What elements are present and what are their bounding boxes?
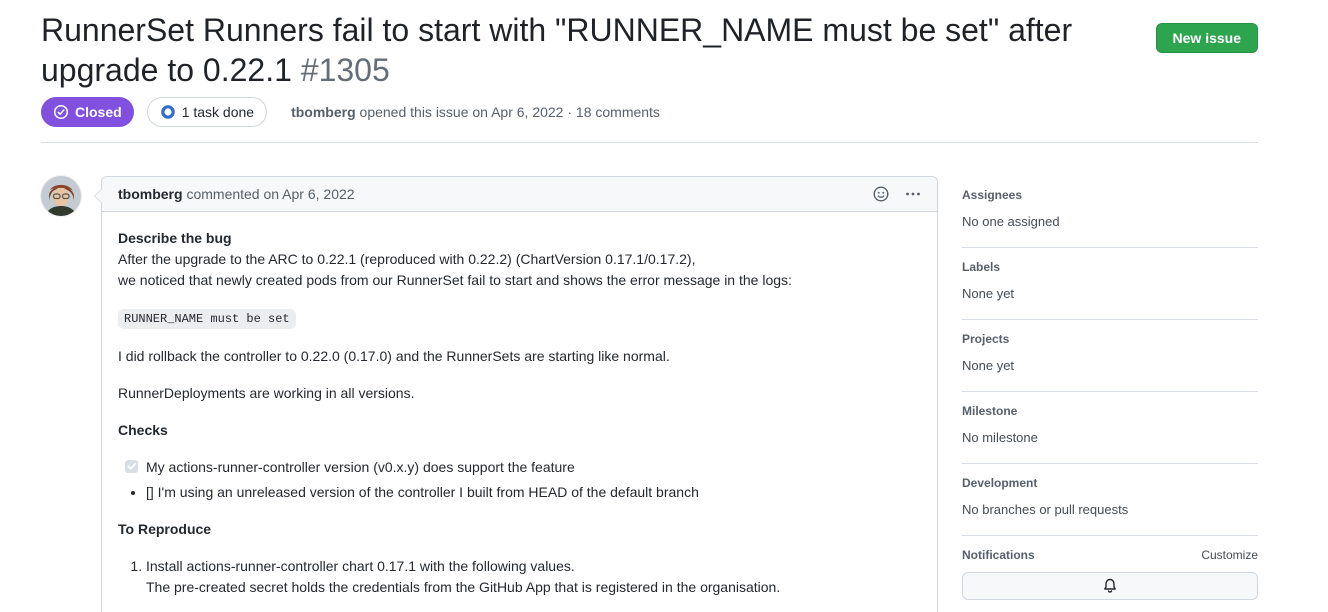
comment-options-button[interactable] <box>905 186 921 202</box>
opened-by-text: tbomberg opened this issue on Apr 6, 202… <box>291 104 660 120</box>
subscribe-button[interactable] <box>962 572 1258 600</box>
add-reaction-button[interactable] <box>873 186 889 202</box>
sidebar-section-milestone: Milestone No milestone <box>962 392 1258 464</box>
error-code-paragraph: RUNNER_NAME must be set <box>118 307 921 330</box>
task-list-item: My actions-runner-controller version (v0… <box>125 457 921 478</box>
issue-header: RunnerSet Runners fail to start with "RU… <box>41 0 1258 143</box>
deployments-paragraph: RunnerDeployments are working in all ver… <box>118 385 415 401</box>
step-item: Install actions-runner-controller chart … <box>146 556 921 598</box>
customize-link[interactable]: Customize <box>1201 548 1258 562</box>
issue-sidebar: Assignees No one assigned Labels None ye… <box>962 176 1258 612</box>
smiley-icon <box>873 186 889 202</box>
issue-state-badge: Closed <box>41 97 134 127</box>
to-reproduce-heading: To Reproduce <box>118 521 212 537</box>
comment-action-text: commented on Apr 6, 2022 <box>186 186 355 202</box>
describe-bug-paragraph: Describe the bug After the upgrade to th… <box>118 228 921 291</box>
issue-closed-icon <box>53 104 69 120</box>
checked-checkbox[interactable] <box>125 460 138 473</box>
issue-comment: tbomberg commented on Apr 6, 2022 <box>94 176 938 612</box>
kebab-horizontal-icon <box>905 186 921 202</box>
comment-author-link[interactable]: tbomberg <box>118 186 183 202</box>
tasks-done-pill: 1 task done <box>146 97 268 127</box>
checks-heading: Checks <box>118 422 168 438</box>
describe-bug-heading: Describe the bug <box>118 230 232 246</box>
rollback-paragraph: I did rollback the controller to 0.22.0 … <box>118 348 670 364</box>
tasks-done-label: 1 task done <box>181 104 255 120</box>
list-item: [] I'm using an unreleased version of th… <box>146 482 921 503</box>
issue-page: RunnerSet Runners fail to start with "RU… <box>41 0 1258 612</box>
sidebar-section-projects: Projects None yet <box>962 320 1258 392</box>
comment-byline: tbomberg commented on Apr 6, 2022 <box>118 186 355 202</box>
issue-title: RunnerSet Runners fail to start with "RU… <box>41 10 1156 90</box>
new-issue-button[interactable]: New issue <box>1155 23 1258 53</box>
reproduce-steps: Install actions-runner-controller chart … <box>118 556 921 598</box>
sidebar-section-development: Development No branches or pull requests <box>962 464 1258 536</box>
opened-info: opened this issue on Apr 6, 2022 · 18 co… <box>359 104 660 120</box>
bell-icon <box>1102 578 1118 594</box>
sidebar-section-assignees: Assignees No one assigned <box>962 176 1258 248</box>
task-progress-icon <box>160 104 176 120</box>
issue-title-text: RunnerSet Runners fail to start with "RU… <box>41 12 1073 88</box>
sidebar-section-notifications: Notifications Customize <box>962 536 1258 612</box>
comment-header: tbomberg commented on Apr 6, 2022 <box>102 177 937 212</box>
issue-state-label: Closed <box>75 104 122 120</box>
sidebar-section-labels: Labels None yet <box>962 248 1258 320</box>
checks-list: My actions-runner-controller version (v0… <box>118 457 921 503</box>
comment-body: Describe the bug After the upgrade to th… <box>102 212 937 612</box>
commenter-avatar[interactable] <box>41 176 81 216</box>
issue-timeline: tbomberg commented on Apr 6, 2022 <box>41 176 938 612</box>
issue-meta: Closed 1 task done tbomberg opened this … <box>41 97 1258 143</box>
issue-number: #1305 <box>300 52 390 88</box>
error-code: RUNNER_NAME must be set <box>118 309 296 329</box>
issue-author-link[interactable]: tbomberg <box>291 104 356 120</box>
